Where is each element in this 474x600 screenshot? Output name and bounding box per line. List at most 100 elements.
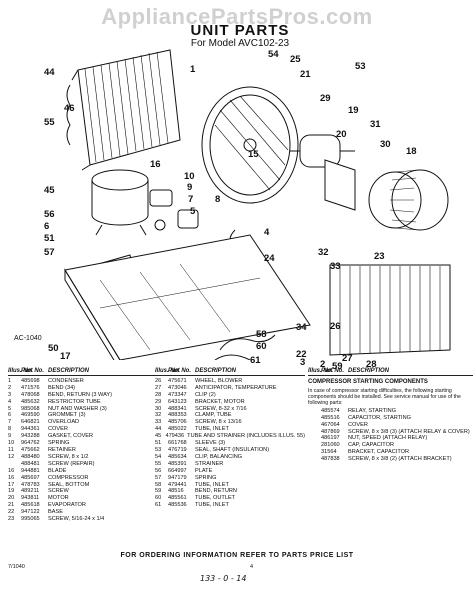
description: BEND, RETURN (3 WAY) (48, 391, 113, 398)
callout-50: 50 (48, 343, 59, 354)
table-header: Illus. No. Part No. DESCRIPTION (308, 368, 473, 376)
description: CONDENSER (48, 377, 84, 384)
description: CLIP (2) (195, 391, 216, 398)
callout-21: 21 (300, 69, 311, 80)
description: NUT AND WASHER (3) (48, 405, 107, 412)
illus-number (308, 456, 321, 463)
part-number: 964762 (21, 440, 40, 447)
header-part: Part No. (321, 368, 345, 374)
callout-26: 26 (330, 321, 341, 332)
header-illus: Illus. No. (8, 368, 34, 374)
illus-number: 2 (8, 384, 12, 391)
description: SPRING (48, 440, 70, 447)
illus-number: 28 (155, 391, 162, 398)
illus-number: 8 (8, 426, 12, 433)
description: GASKET, COVER (48, 433, 94, 440)
illus-number: 32 (155, 412, 162, 419)
illus-number: 16 (8, 467, 15, 474)
description: NUT, SPEED (ATTACH RELAY) (348, 435, 428, 442)
base-pan (64, 234, 311, 360)
illus-number (308, 422, 321, 429)
callout-22: 22 (296, 349, 307, 360)
callout-61: 61 (250, 355, 261, 366)
callout-46: 46 (64, 103, 75, 114)
callout-6: 6 (44, 221, 50, 232)
description: RETAINER (48, 446, 76, 453)
illus-number (308, 442, 321, 449)
part-number: 485516 (321, 414, 340, 421)
callout-33: 33 (330, 261, 341, 272)
header-description: DESCRIPTION (195, 368, 237, 374)
part-number: 471576 (21, 384, 40, 391)
illus-number: 19 (8, 488, 15, 495)
illus-number: 11 (8, 446, 14, 453)
part-number: 485618 (21, 502, 40, 509)
part-number: 485632 (21, 398, 40, 405)
illus-number: 7 (8, 419, 12, 426)
callout-16: 16 (150, 159, 161, 170)
ordering-footer: FOR ORDERING INFORMATION REFER TO PARTS … (120, 552, 354, 559)
callout-8: 8 (215, 194, 221, 205)
illus-number: 9 (8, 433, 12, 440)
part-number: 646821 (21, 419, 40, 426)
description: RESTRICTOR TUBE (48, 398, 101, 405)
parts-table-3: Illus. No. Part No. DESCRIPTION COMPRESS… (308, 368, 473, 463)
description: SPRING (195, 474, 217, 481)
callout-9: 9 (187, 182, 193, 193)
illus-number: 20 (8, 495, 15, 502)
description: SCREW, 8 x 3/8 (2) (ATTACH BRACKET) (348, 456, 452, 463)
part-number: 947122 (21, 509, 40, 516)
description: BRACKET, CAPACITOR (348, 449, 410, 456)
blower-wheel (368, 169, 449, 231)
illus-number: 22 (8, 509, 15, 516)
illus-number: 60 (155, 495, 162, 502)
description: RELAY, STARTING (348, 407, 397, 414)
callout-58: 58 (256, 329, 267, 340)
callout-31: 31 (370, 119, 381, 130)
callout-2: 2 (320, 359, 326, 370)
illus-number: 5 (8, 405, 12, 412)
illus-number: 56 (155, 467, 162, 474)
header-description: DESCRIPTION (48, 368, 90, 374)
part-number: 479441 (168, 481, 187, 488)
part-number: 485634 (168, 453, 187, 460)
fan-motor (290, 134, 356, 211)
callout-60: 60 (256, 341, 267, 352)
description: SEAL, BOTTOM (48, 481, 90, 488)
description: CLIP, BALANCING (195, 453, 243, 460)
illus-number (8, 461, 21, 468)
callout-54: 54 (268, 49, 279, 60)
model-subtitle: For Model AVC102-23 (190, 38, 290, 49)
description: GROMMET (3) (48, 412, 86, 419)
illus-number: 51 (155, 440, 162, 447)
illus-number: 12 (8, 453, 15, 460)
illus-number: 61 (155, 502, 162, 509)
description: SCREW, 8-32 x 7/16 (195, 405, 247, 412)
table-header: Illus. No. Part No. DESCRIPTION (8, 368, 158, 376)
description: BEND, RETURN (195, 488, 237, 495)
illus-number: 45 (155, 433, 162, 440)
header-illus: Illus. No. (155, 368, 181, 374)
callout-53: 53 (355, 61, 366, 72)
part-number: 478068 (21, 391, 40, 398)
callout-28: 28 (366, 359, 377, 370)
illus-number: 33 (155, 419, 162, 426)
illus-number (308, 415, 321, 422)
description: BASE (48, 509, 63, 516)
illus-number: 29 (155, 398, 162, 405)
part-number: 487838 (321, 456, 340, 463)
description: BLADE (48, 467, 67, 474)
